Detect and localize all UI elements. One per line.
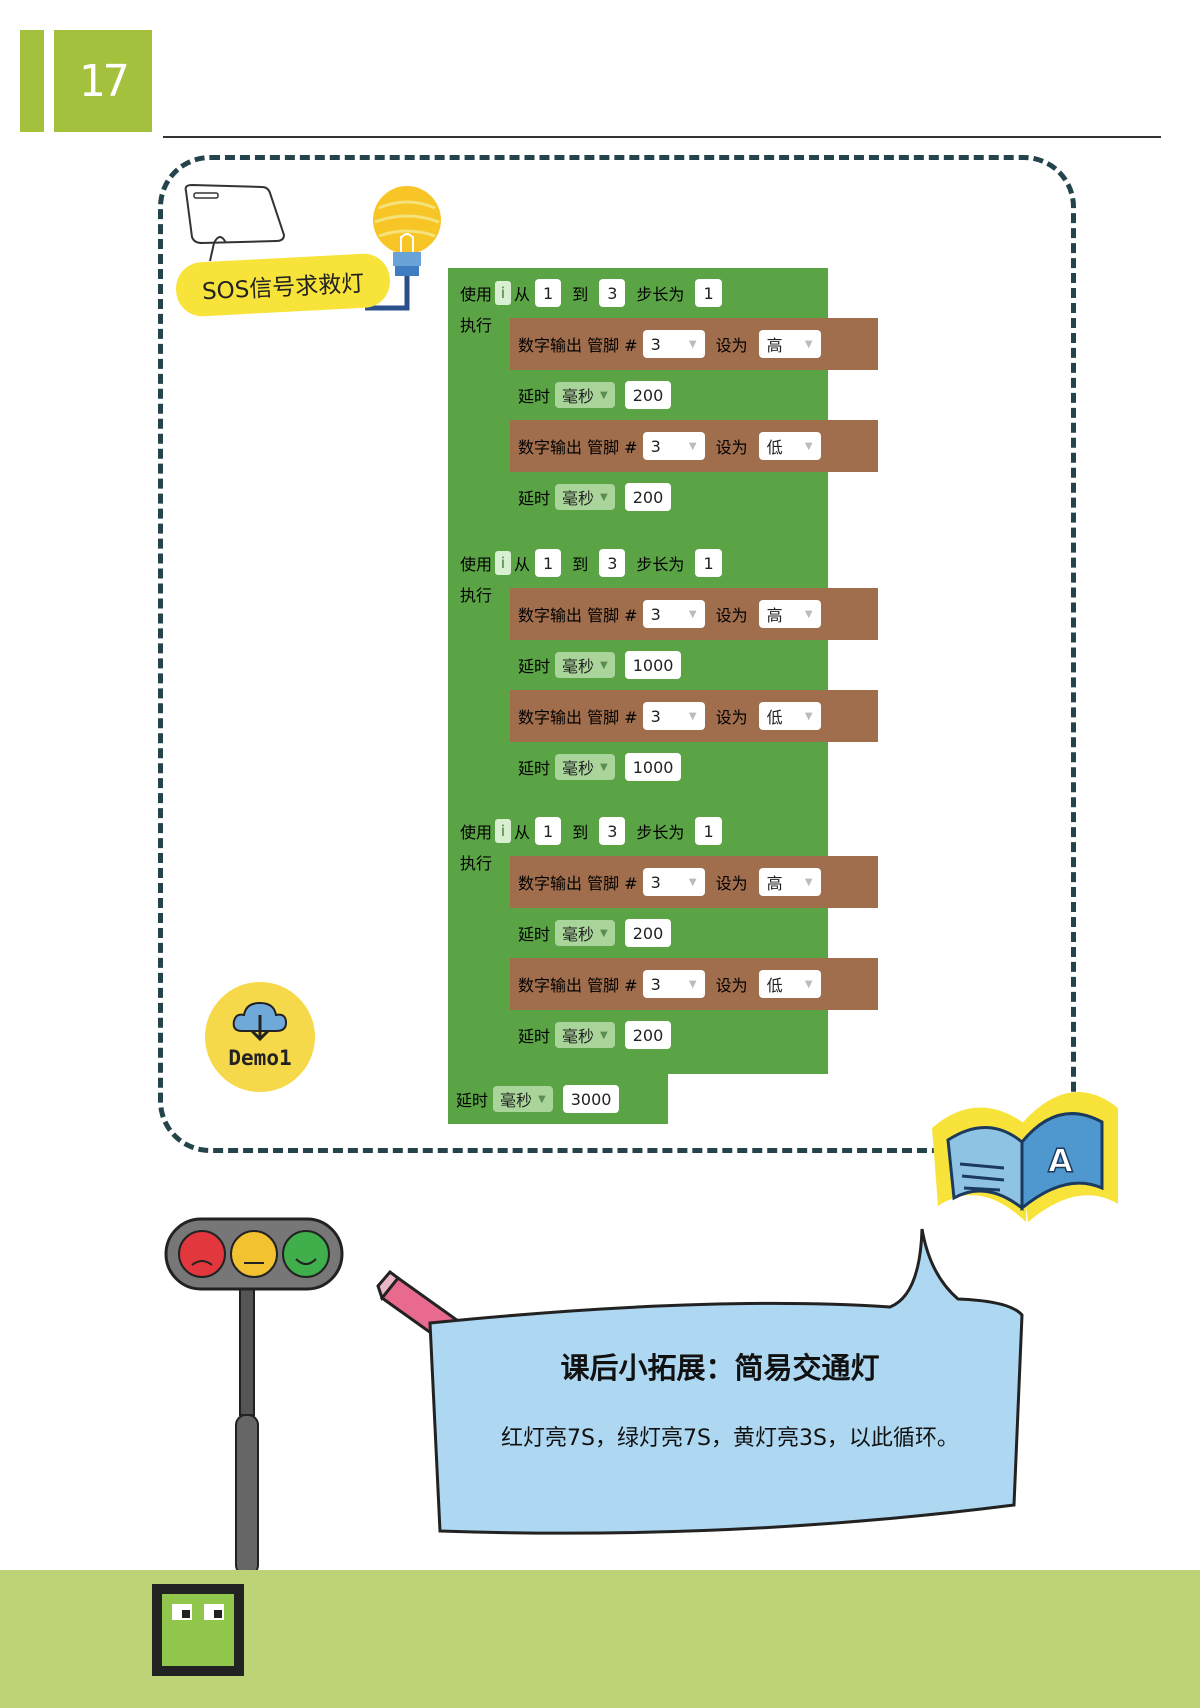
- unit-dropdown[interactable]: 毫秒▼: [555, 484, 615, 510]
- loop-header: 使用 i 从 1 到 3 步长为 1: [460, 538, 727, 588]
- loop-step-input[interactable]: 1: [695, 279, 722, 307]
- loop-header: 使用 i 从 1 到 3 步长为 1: [460, 806, 727, 856]
- loop-step-input[interactable]: 1: [695, 549, 722, 577]
- page-number: 17: [54, 30, 152, 132]
- delay-input[interactable]: 200: [624, 381, 672, 409]
- loop-to-input[interactable]: 3: [599, 817, 626, 845]
- unit-dropdown[interactable]: 毫秒▼: [555, 754, 615, 780]
- delay-input[interactable]: 1000: [624, 651, 682, 679]
- delay-input[interactable]: 3000: [562, 1085, 620, 1113]
- unit-dropdown[interactable]: 毫秒▼: [555, 1022, 615, 1048]
- demo-label: Demo1: [228, 1046, 292, 1070]
- unit-dropdown[interactable]: 毫秒▼: [555, 920, 615, 946]
- unit-dropdown[interactable]: 毫秒▼: [493, 1086, 553, 1112]
- loop-step-input[interactable]: 1: [695, 817, 722, 845]
- lightbulb-icon: [365, 186, 441, 311]
- tablet-icon: [184, 183, 286, 262]
- svg-text:A: A: [1048, 1142, 1073, 1180]
- loop-from-input[interactable]: 1: [535, 817, 562, 845]
- loop-do-label: 执行: [460, 586, 493, 605]
- header-rule: [163, 136, 1161, 138]
- level-dropdown[interactable]: 低▼: [758, 432, 821, 460]
- level-dropdown[interactable]: 低▼: [758, 970, 821, 998]
- pin-dropdown[interactable]: 3▼: [642, 970, 705, 998]
- loop-to-input[interactable]: 3: [599, 549, 626, 577]
- pin-dropdown[interactable]: 3▼: [642, 702, 705, 730]
- example-frame: [158, 155, 1076, 1153]
- delay-input[interactable]: 1000: [624, 753, 682, 781]
- loop-from-input[interactable]: 1: [535, 279, 562, 307]
- delay-block[interactable]: [510, 640, 725, 690]
- delay-input[interactable]: 200: [624, 919, 672, 947]
- level-dropdown[interactable]: 高▼: [758, 330, 821, 358]
- pin-dropdown[interactable]: 3▼: [642, 600, 705, 628]
- loop-variable[interactable]: i: [495, 819, 512, 843]
- pin-dropdown[interactable]: 3▼: [642, 432, 705, 460]
- cloud-download-icon: [232, 1001, 288, 1042]
- pixel-mascot-icon: [152, 1584, 244, 1676]
- pin-dropdown[interactable]: 3▼: [642, 868, 705, 896]
- block-program: 使用 i 从 1 到 3 步长为 1 执行 数字输出 管脚 # 3▼ 设为 高▼…: [448, 268, 878, 1128]
- level-dropdown[interactable]: 低▼: [758, 702, 821, 730]
- loop-variable[interactable]: i: [495, 281, 512, 305]
- extension-title: 课后小拓展：简易交通灯: [560, 1351, 880, 1385]
- delay-input[interactable]: 200: [624, 1021, 672, 1049]
- extension-body: 红灯亮7S，绿灯亮7S，黄灯亮3S，以此循环。: [501, 1426, 959, 1451]
- unit-dropdown[interactable]: 毫秒▼: [555, 382, 615, 408]
- page-side-bar: [20, 30, 44, 132]
- pin-dropdown[interactable]: 3▼: [642, 330, 705, 358]
- traffic-light-icon: [164, 1217, 344, 1575]
- loop-to-input[interactable]: 3: [599, 279, 626, 307]
- delay-input[interactable]: 200: [624, 483, 672, 511]
- level-dropdown[interactable]: 高▼: [758, 868, 821, 896]
- loop-variable[interactable]: i: [495, 551, 512, 575]
- loop-do-label: 执行: [460, 316, 493, 335]
- delay-block[interactable]: [448, 1074, 668, 1124]
- section-title: SOS信号求救灯: [174, 252, 392, 318]
- loop-do-label: 执行: [460, 854, 493, 873]
- book-icon: A: [932, 1092, 1118, 1222]
- delay-block[interactable]: [510, 742, 725, 792]
- unit-dropdown[interactable]: 毫秒▼: [555, 652, 615, 678]
- level-dropdown[interactable]: 高▼: [758, 600, 821, 628]
- loop-from-input[interactable]: 1: [535, 549, 562, 577]
- loop-header: 使用 i 从 1 到 3 步长为 1: [460, 268, 727, 318]
- speech-bubble: [428, 1228, 1024, 1535]
